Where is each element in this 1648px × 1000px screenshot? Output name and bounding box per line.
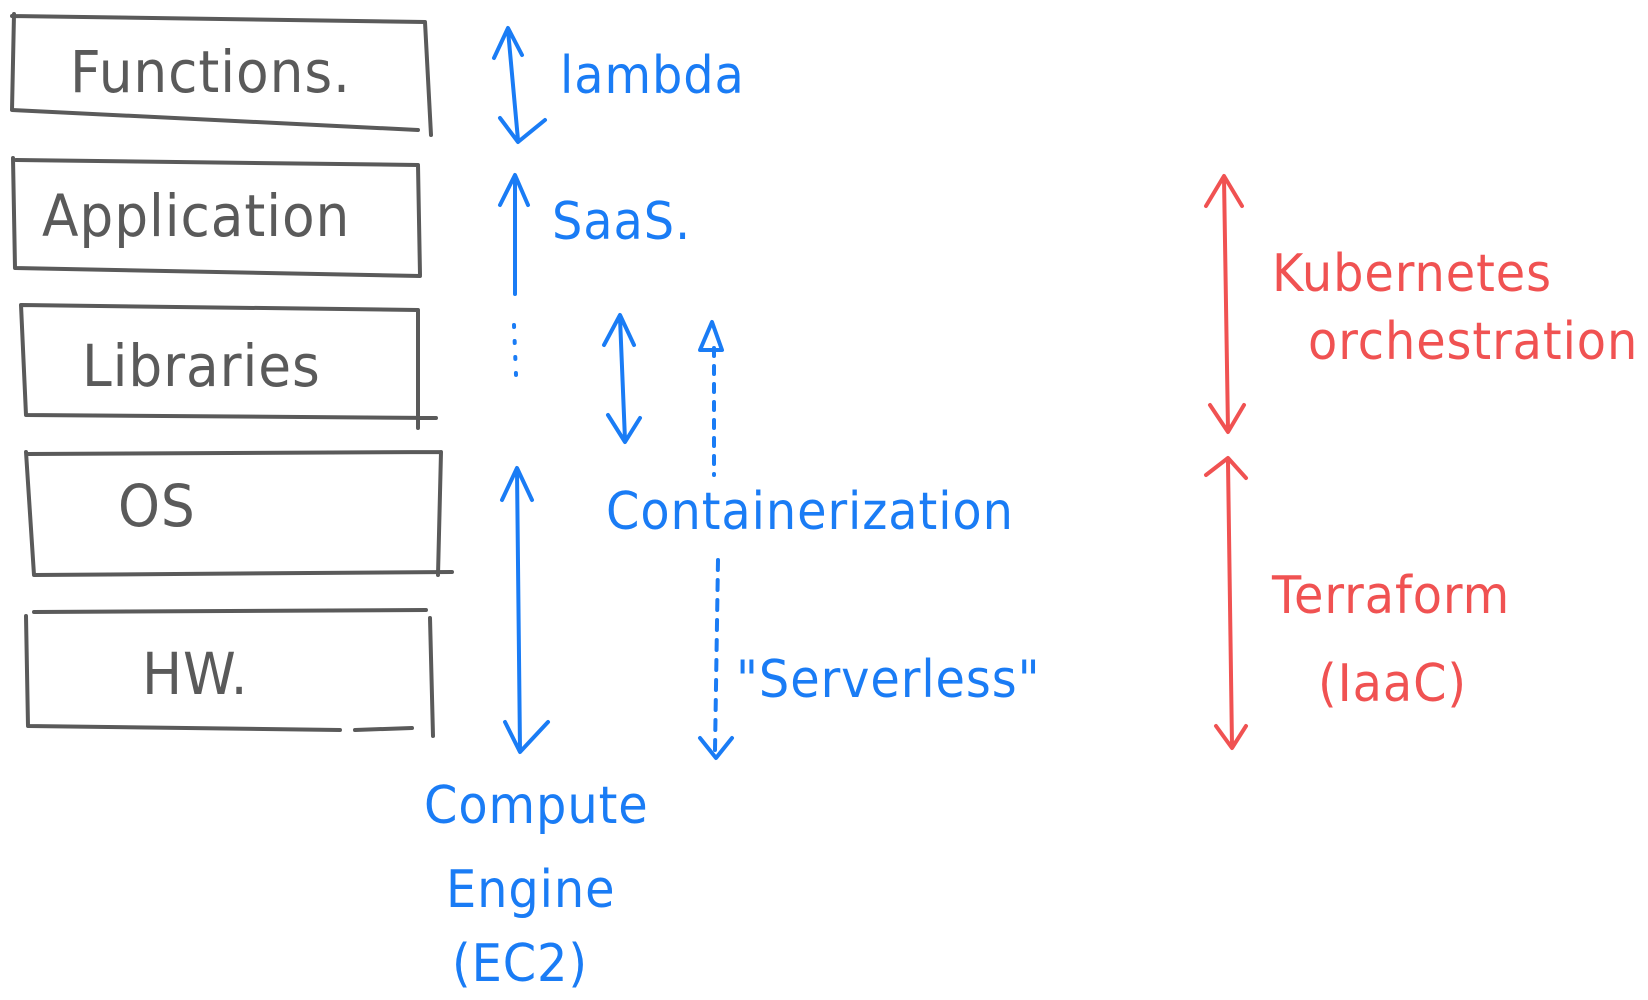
box-libraries [19,303,438,430]
kubernetes-double-arrow [1204,174,1246,434]
box-functions [10,12,433,137]
label-iaac: (IaaC) [1318,654,1467,714]
layer-hw: HW. [142,640,249,708]
box-application [11,156,422,278]
label-saas: SaaS. [552,192,692,252]
containerization-double-arrow [602,313,642,444]
label-compute: Compute [424,776,649,836]
label-engine: Engine [446,860,616,920]
layer-functions: Functions. [70,38,351,106]
label-containerization: Containerization [606,482,1014,542]
label-orchestration: orchestration [1308,312,1639,372]
layer-libraries: Libraries [82,332,321,400]
dots [512,323,518,377]
arrowhead-down [698,736,734,760]
layer-application: Application [42,182,351,250]
box-hw [24,608,435,738]
label-ec2: (EC2) [452,934,589,994]
label-lambda: lambda [560,46,745,106]
label-kubernetes: Kubernetes [1272,244,1553,304]
label-serverless: "Serverless" [736,650,1041,710]
label-terraform: Terraform [1272,566,1511,626]
lambda-double-arrow [492,26,547,144]
saas-up-arrow [498,173,530,296]
arrowhead-up [698,320,724,352]
box-os [24,450,454,577]
serverless-dashed-down-arrow [713,558,720,752]
layer-os: OS [118,472,196,540]
compute-double-arrow [500,466,550,754]
terraform-double-arrow [1204,456,1248,750]
